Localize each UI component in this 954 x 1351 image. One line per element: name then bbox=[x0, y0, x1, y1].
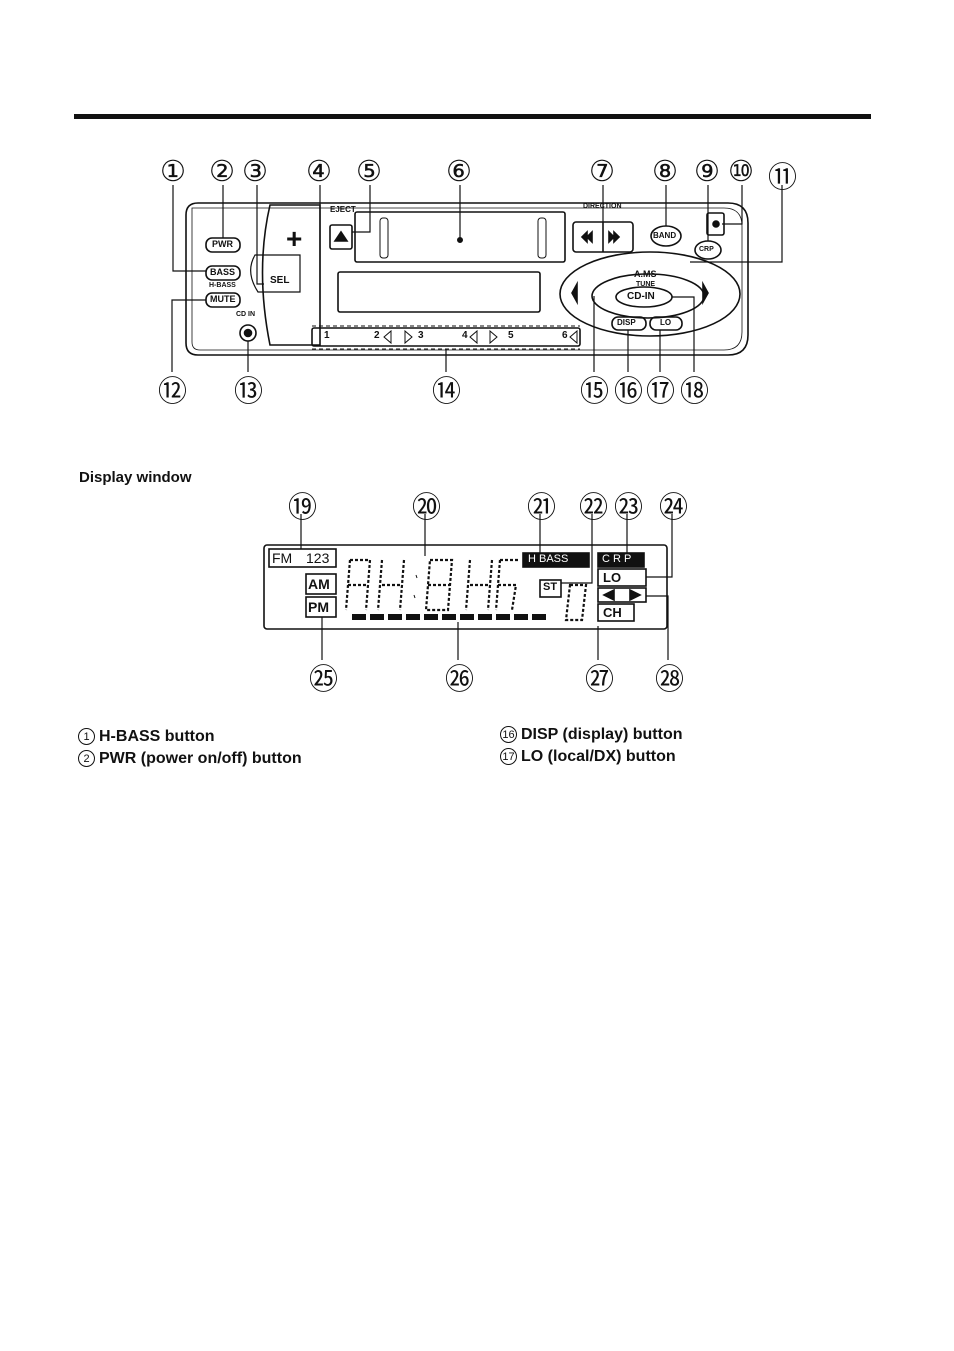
callout-10: ⑩ bbox=[728, 154, 754, 189]
band-button[interactable]: BAND bbox=[653, 231, 676, 240]
preset-3[interactable]: 3 bbox=[418, 330, 424, 341]
eject-label: EJECT bbox=[330, 205, 356, 214]
callout-20: ⑳ bbox=[412, 484, 441, 526]
legend-text: LO (local/DX) button bbox=[521, 748, 676, 765]
preset-1[interactable]: 1 bbox=[324, 330, 330, 341]
bass-button[interactable]: BASS bbox=[210, 267, 235, 277]
callout-13: ⑬ bbox=[234, 368, 263, 410]
pwr-button[interactable]: PWR bbox=[212, 239, 233, 249]
callout-14: ⑭ bbox=[432, 368, 461, 410]
callout-26: ㉖ bbox=[445, 656, 474, 698]
display-am-label: AM bbox=[308, 576, 330, 592]
callout-9: ⑨ bbox=[694, 154, 720, 189]
display-fm-label: FM bbox=[272, 550, 292, 566]
sel-button[interactable]: SEL bbox=[270, 275, 289, 286]
callout-27: ㉗ bbox=[585, 656, 614, 698]
callout-16: ⑯ bbox=[614, 368, 643, 410]
callout-21: ㉑ bbox=[527, 484, 556, 526]
legend-text: H-BASS button bbox=[99, 728, 215, 745]
main-display-window bbox=[338, 272, 540, 312]
crp-button[interactable]: CRP bbox=[699, 246, 714, 253]
callout-11: ⑪ bbox=[768, 154, 797, 196]
display-st-indicator: ST bbox=[543, 581, 557, 593]
legend-text: PWR (power on/off) button bbox=[99, 750, 302, 767]
display-window-title: Display window bbox=[79, 469, 192, 486]
volume-plus-label: + bbox=[286, 223, 302, 254]
preset-5[interactable]: 5 bbox=[508, 330, 514, 341]
lo-button[interactable]: LO bbox=[660, 318, 671, 327]
display-crp-indicator: C R P bbox=[602, 553, 631, 565]
display-ch-indicator: CH bbox=[603, 605, 622, 620]
callout-25: ㉕ bbox=[309, 656, 338, 698]
display-pm-label: PM bbox=[308, 599, 329, 615]
display-band-number: 123 bbox=[306, 550, 329, 566]
callout-17: ⑰ bbox=[646, 368, 675, 410]
callout-4: ④ bbox=[306, 154, 332, 189]
callout-3: ③ bbox=[242, 154, 268, 189]
callout-12: ⑫ bbox=[158, 368, 187, 410]
cd-in-label: CD IN bbox=[236, 311, 255, 318]
callout-24: ㉔ bbox=[659, 484, 688, 526]
callout-23: ㉓ bbox=[614, 484, 643, 526]
callout-5: ⑤ bbox=[356, 154, 382, 189]
ams-label: A.MS bbox=[634, 269, 657, 279]
hbass-small-label: H-BASS bbox=[209, 282, 236, 289]
callout-7: ⑦ bbox=[589, 154, 615, 189]
legend-text: DISP (display) button bbox=[521, 726, 682, 743]
callout-1: ① bbox=[160, 154, 186, 189]
display-lo-indicator: LO bbox=[603, 570, 621, 585]
legend-number: 2 bbox=[78, 750, 95, 767]
display-hbass-indicator: H BASS bbox=[528, 553, 568, 565]
level-meter bbox=[352, 614, 546, 620]
legend-number: 17 bbox=[500, 748, 517, 765]
callout-6: ⑥ bbox=[446, 154, 472, 189]
callout-19: ⑲ bbox=[288, 484, 317, 526]
callout-28: ㉘ bbox=[655, 656, 684, 698]
preset-6[interactable]: 6 bbox=[562, 330, 568, 341]
callout-15: ⑮ bbox=[580, 368, 609, 410]
tune-label: TUNE bbox=[636, 281, 655, 288]
callout-8: ⑧ bbox=[652, 154, 678, 189]
direction-label: DIRECTION bbox=[583, 203, 622, 210]
mute-button[interactable]: MUTE bbox=[210, 294, 236, 304]
preset-strip bbox=[312, 328, 580, 346]
preset-4[interactable]: 4 bbox=[462, 330, 468, 341]
legend-number: 16 bbox=[500, 726, 517, 743]
cdin-button[interactable]: CD-IN bbox=[627, 291, 655, 302]
callout-22: ㉒ bbox=[579, 484, 608, 526]
callout-2: ② bbox=[209, 154, 235, 189]
disp-button[interactable]: DISP bbox=[617, 318, 636, 327]
callout-18: ⑱ bbox=[680, 368, 709, 410]
preset-2[interactable]: 2 bbox=[374, 330, 380, 341]
legend-number: 1 bbox=[78, 728, 95, 745]
